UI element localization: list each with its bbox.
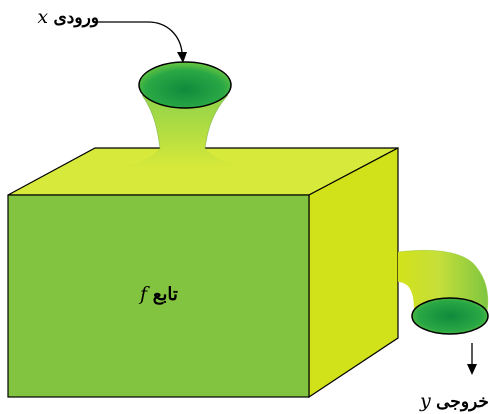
input-funnel-mouth: [139, 62, 231, 108]
output-label-word: خروجی: [436, 392, 489, 412]
output-label: خروجی y: [420, 390, 489, 412]
function-label: تابع f: [140, 283, 178, 305]
function-label-var: f: [140, 283, 147, 305]
output-label-var: y: [420, 390, 431, 412]
output-pipe-mouth: [412, 298, 488, 334]
input-label-var: x: [37, 6, 48, 28]
input-label-word: ورودی: [53, 8, 99, 28]
arrow-down-icon: [467, 343, 477, 375]
arrow-curved-icon: [95, 22, 187, 63]
function-label-word: تابع: [153, 284, 178, 305]
input-label: ورودی x: [37, 6, 99, 28]
